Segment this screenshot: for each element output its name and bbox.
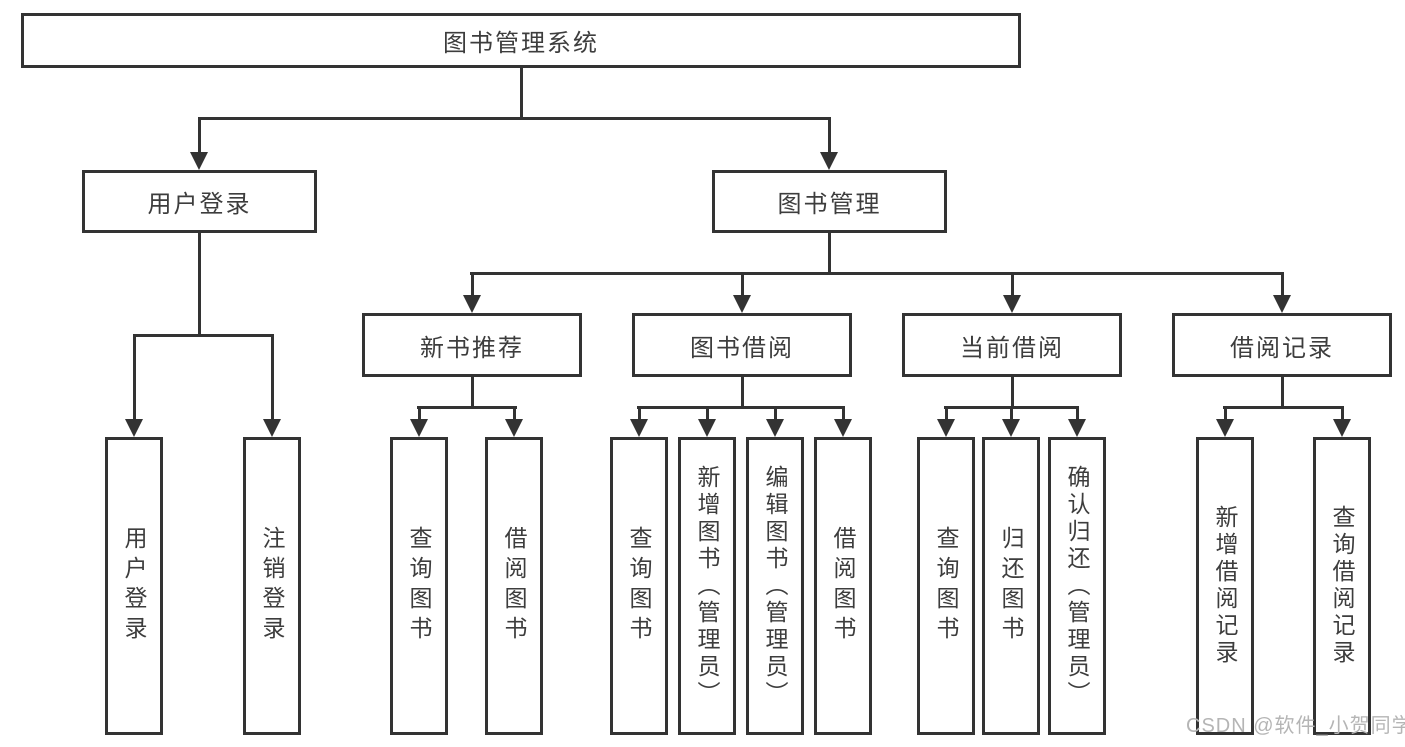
connector-level3-bar [470, 272, 1284, 275]
leaf-add-book-admin: 新增图书（管理员） [678, 437, 736, 735]
node-new-book-recommend: 新书推荐 [362, 313, 582, 377]
arrowhead-down-icon [937, 419, 955, 437]
connector-drop-level3 [741, 273, 744, 297]
connector-drop-user-login [198, 118, 201, 154]
arrowhead-down-icon [820, 152, 838, 170]
leaf-add-borrow-record: 新增借阅记录 [1196, 437, 1254, 735]
connector-book-borrowing-stem [741, 377, 744, 408]
connector-drop-leaf [1010, 407, 1013, 421]
connector-drop-level3 [1011, 273, 1014, 297]
connector-borrowing-records-bar [1223, 406, 1344, 409]
connector-drop-leaf [1224, 407, 1227, 421]
arrowhead-down-icon [263, 419, 281, 437]
arrowhead-down-icon [125, 419, 143, 437]
leaf-edit-book-admin: 编辑图书（管理员） [746, 437, 804, 735]
connector-book-borrowing-bar [637, 406, 845, 409]
connector-drop-level3 [471, 273, 474, 297]
connector-drop-leaf [418, 407, 421, 421]
leaf-borrow-book: 借阅图书 [485, 437, 543, 735]
leaf-return-book: 归还图书 [982, 437, 1040, 735]
connector-level2-bar [198, 117, 831, 120]
connector-drop-leaf [842, 407, 845, 421]
arrowhead-down-icon [698, 419, 716, 437]
connector-drop-leaf [706, 407, 709, 421]
node-user-login: 用户登录 [82, 170, 317, 233]
node-book-borrowing: 图书借阅 [632, 313, 852, 377]
connector-drop-leaf [774, 407, 777, 421]
arrowhead-down-icon [1003, 295, 1021, 313]
arrowhead-down-icon [1333, 419, 1351, 437]
arrowhead-down-icon [766, 419, 784, 437]
arrowhead-down-icon [733, 295, 751, 313]
node-borrowing-records: 借阅记录 [1172, 313, 1392, 377]
leaf-user-login: 用户登录 [105, 437, 163, 735]
arrowhead-down-icon [834, 419, 852, 437]
arrowhead-down-icon [630, 419, 648, 437]
arrowhead-down-icon [1068, 419, 1086, 437]
leaf-query-book: 查询图书 [917, 437, 975, 735]
connector-root-stem [520, 68, 523, 118]
connector-drop-leaf [271, 335, 274, 421]
arrowhead-down-icon [410, 419, 428, 437]
connector-current-borrowing-stem [1011, 377, 1014, 408]
connector-drop-book-management [828, 118, 831, 154]
connector-new-book-bar [417, 406, 517, 409]
connector-drop-leaf [133, 335, 136, 421]
connector-drop-leaf [513, 407, 516, 421]
node-current-borrowing: 当前借阅 [902, 313, 1122, 377]
connector-drop-leaf [1076, 407, 1079, 421]
connector-drop-leaf [945, 407, 948, 421]
leaf-confirm-return-admin: 确认归还（管理员） [1048, 437, 1106, 735]
connector-new-book-stem [471, 377, 474, 408]
leaf-query-book: 查询图书 [610, 437, 668, 735]
connector-user-login-bar [133, 334, 274, 337]
csdn-watermark: CSDN @软件_小贺同学 [1186, 715, 1405, 737]
connector-drop-level3 [1281, 273, 1284, 297]
leaf-query-book: 查询图书 [390, 437, 448, 735]
arrowhead-down-icon [505, 419, 523, 437]
connector-book-management-stem [828, 233, 831, 275]
connector-drop-leaf [1341, 407, 1344, 421]
connector-drop-leaf [638, 407, 641, 421]
node-book-management: 图书管理 [712, 170, 947, 233]
leaf-query-borrow-record: 查询借阅记录 [1313, 437, 1371, 735]
arrowhead-down-icon [190, 152, 208, 170]
node-root: 图书管理系统 [21, 13, 1021, 68]
connector-borrowing-records-stem [1281, 377, 1284, 408]
leaf-borrow-book: 借阅图书 [814, 437, 872, 735]
arrowhead-down-icon [1273, 295, 1291, 313]
leaf-logout: 注销登录 [243, 437, 301, 735]
connector-user-login-stem [198, 233, 201, 336]
arrowhead-down-icon [1002, 419, 1020, 437]
arrowhead-down-icon [463, 295, 481, 313]
arrowhead-down-icon [1216, 419, 1234, 437]
